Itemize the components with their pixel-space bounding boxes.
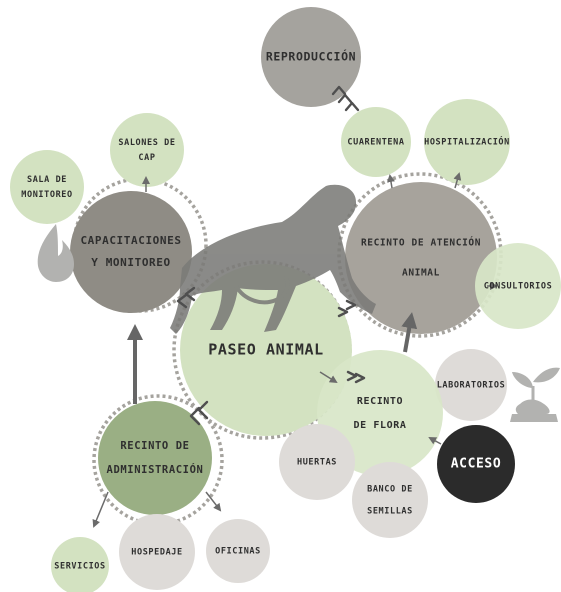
huertas-label: HUERTAS	[297, 458, 337, 468]
paseo-label: PASEO ANIMAL	[208, 341, 324, 359]
acceso-label: ACCESO	[451, 457, 502, 472]
monkey-icon	[170, 184, 376, 334]
salones-label-line-2: CAP	[138, 153, 155, 163]
chevron-markers	[176, 85, 366, 426]
node-capacitaciones[interactable]	[70, 191, 192, 313]
node-sala[interactable]	[10, 150, 84, 224]
recinto-flora-label-line-1: RECINTO	[357, 396, 403, 407]
plant-icon	[510, 367, 560, 422]
salones-label-line-1: SALONES DE	[118, 138, 175, 148]
laboratorios-label: LABORATORIOS	[437, 381, 506, 391]
node-banco[interactable]	[352, 462, 428, 538]
node-acceso[interactable]	[437, 425, 515, 503]
node-reproduccion[interactable]	[261, 7, 361, 107]
node-recinto-atencion[interactable]	[345, 182, 497, 334]
recinto-flora-label-line-2: DE FLORA	[354, 420, 407, 431]
admin-ring	[92, 394, 224, 526]
node-recinto-admin[interactable]	[98, 401, 212, 515]
servicios-label: SERVICIOS	[54, 562, 105, 572]
hospedaje-label: HOSPEDAJE	[131, 548, 182, 558]
main-arrows	[127, 312, 418, 404]
cuarentena-label: CUARENTENA	[347, 138, 404, 148]
recinto-admin-label-line-1: RECINTO DE	[120, 440, 189, 452]
consultorios-label: CONSULTORIOS	[484, 282, 553, 292]
banco-label-line-1: BANCO DE	[367, 485, 413, 495]
node-salones[interactable]	[110, 113, 184, 187]
oficinas-label: OFICINAS	[215, 547, 261, 557]
hospitalizacion-label: HOSPITALIZACIÓN	[424, 136, 510, 148]
sala-label-line-1: SALA DE	[27, 175, 67, 185]
recinto-admin-label-line-2: ADMINISTRACIÓN	[107, 463, 204, 476]
node-huertas[interactable]	[279, 424, 355, 500]
fire-icon	[37, 224, 74, 282]
node-oficinas[interactable]	[206, 519, 270, 583]
connector-arrows	[92, 172, 498, 528]
node-cuarentena[interactable]	[341, 107, 411, 177]
recinto-atencion-label-line-1: RECINTO DE ATENCIÓN	[361, 237, 481, 249]
node-hospedaje[interactable]	[119, 514, 195, 590]
reproduccion-label: REPRODUCCIÓN	[266, 49, 356, 64]
capacitaciones-label-line-1: CAPACITACIONES	[80, 234, 181, 247]
node-laboratorios[interactable]	[435, 349, 507, 421]
recinto-atencion-label-line-2: ANIMAL	[402, 268, 440, 279]
banco-label-line-2: SEMILLAS	[367, 507, 413, 517]
node-servicios[interactable]	[51, 537, 109, 592]
sala-label-line-2: MONITOREO	[21, 190, 72, 200]
node-hospitalizacion[interactable]	[424, 99, 510, 185]
node-consultorios[interactable]	[475, 243, 561, 329]
capacitaciones-label-line-2: Y MONITOREO	[91, 256, 170, 269]
